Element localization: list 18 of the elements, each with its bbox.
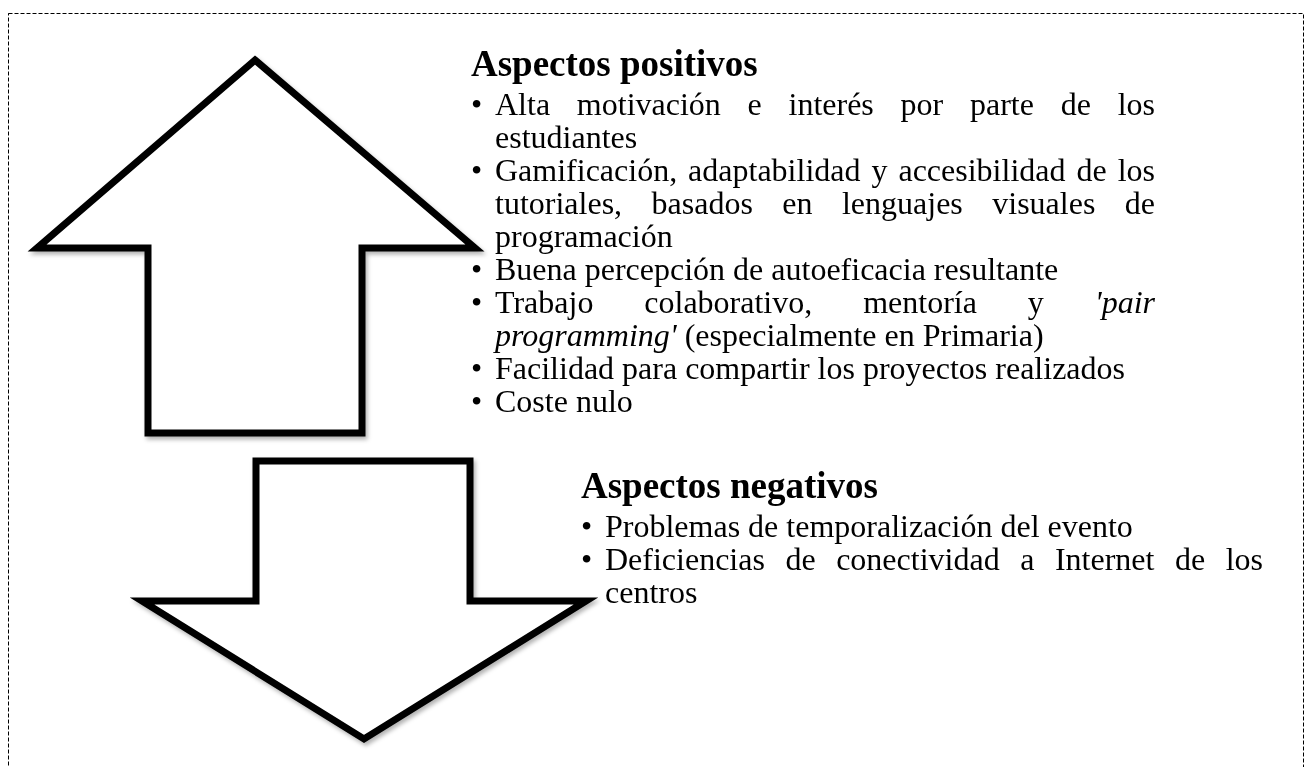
bullet-text: Problemas de temporalización del evento	[605, 510, 1134, 543]
bullet-text: Alta motivación e interés por parte de los estudiantes	[495, 88, 1155, 154]
bullet: •	[581, 543, 594, 576]
bullet: •	[471, 88, 484, 121]
bullet-text: Gamificación, adaptabilidad y accesibilidad de los tutoriales, basados en lenguajes visuales de programación	[495, 154, 1155, 253]
section-heading: Aspectos positivos	[471, 44, 759, 84]
bullet-text: Trabajo colaborativo, mentoría y 'pair programming' (especialmente en Primaria)	[495, 286, 1155, 352]
bullet-text: Coste nulo	[495, 385, 633, 418]
bullet-text: Facilidad para compartir los proyectos realizados	[495, 352, 1126, 385]
bullet: •	[581, 510, 594, 543]
bullet-text: Buena percepción de autoeficacia resultante	[495, 253, 1060, 286]
bullet: •	[471, 352, 484, 385]
bullet: •	[471, 154, 484, 187]
bullet: •	[471, 385, 484, 418]
bullet: •	[471, 253, 484, 286]
bullet-text: Deficiencias de conectividad a Internet de los centros	[605, 543, 1263, 609]
bullet: •	[471, 286, 484, 319]
section-heading: Aspectos negativos	[581, 466, 879, 506]
